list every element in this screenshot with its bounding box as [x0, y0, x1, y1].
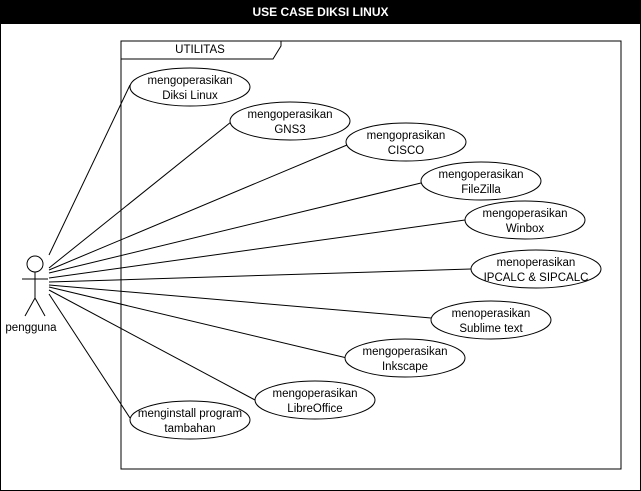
use-case-label: Diksi Linux — [162, 90, 218, 102]
use-case-ellipse — [229, 101, 351, 141]
use-case-label: mengoperasikan — [147, 75, 232, 87]
actor-left-leg — [24, 297, 36, 317]
use-case-label: mengoprasikan — [367, 130, 446, 142]
use-case-label: mengoperasikan — [272, 388, 357, 400]
use-case-label: IPCALC & SIPCALC — [484, 272, 589, 284]
diagram-title: USE CASE DIKSI LINUX — [252, 5, 389, 19]
use-case-label: tambahan — [164, 423, 215, 435]
use-case-label: LibreOffice — [287, 403, 342, 415]
use-case-ellipse — [430, 300, 552, 340]
use-case-label: mengoperasikan — [247, 109, 332, 121]
title-bar — [1, 1, 640, 24]
association-line — [48, 84, 131, 256]
association-lines — [48, 84, 472, 419]
use-case-label: Sublime text — [459, 323, 523, 335]
use-case-ellipse — [464, 200, 586, 240]
use-case-label: menoperasikan — [497, 257, 576, 269]
use-case-ellipse — [129, 67, 251, 107]
use-case-label: mengoperasikan — [482, 208, 567, 220]
use-case: menginstall program tambahan — [129, 400, 251, 440]
association-line — [48, 293, 131, 419]
use-case-ellipse — [129, 400, 251, 440]
use-case-label: mengoperasikan — [362, 346, 447, 358]
use-case-ellipse — [345, 122, 467, 162]
use-case-ellipse — [344, 338, 466, 378]
use-case-label: Inkscape — [382, 361, 428, 373]
use-case-label: mengoperasikan — [438, 169, 523, 181]
association-line — [48, 121, 232, 269]
actor-label: pengguna — [5, 322, 57, 334]
use-case-label: CISCO — [388, 145, 424, 157]
boundary-tab — [120, 40, 282, 60]
system-boundary — [120, 40, 622, 470]
actor-right-leg — [34, 297, 46, 317]
use-case-label: Winbox — [506, 223, 545, 235]
use-case-label: GNS3 — [274, 124, 305, 136]
association-line — [48, 286, 348, 359]
association-line — [48, 289, 256, 401]
use-case-ellipse — [470, 249, 602, 289]
actor-pengguna: pengguna — [5, 255, 57, 334]
association-line — [48, 268, 472, 283]
use-case-label: menginstall program — [138, 408, 242, 420]
use-case-label: FileZilla — [461, 184, 501, 196]
use-case-label: menoperasikan — [452, 308, 531, 320]
association-line — [48, 144, 348, 271]
use-case-ellipse — [420, 161, 542, 201]
use-case-ellipse — [254, 380, 376, 420]
association-line — [48, 182, 422, 274]
actor-head — [26, 255, 44, 273]
association-line — [48, 284, 432, 319]
boundary-label: UTILITAS — [175, 44, 225, 56]
association-line — [48, 219, 466, 279]
